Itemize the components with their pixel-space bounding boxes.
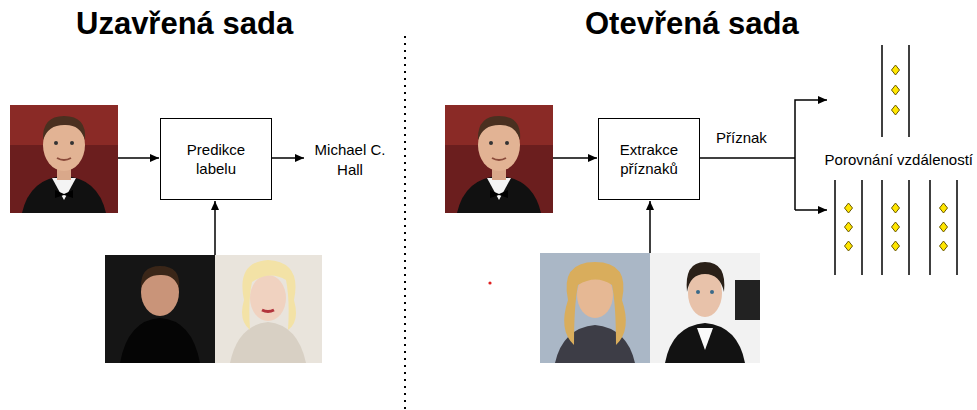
section-title: Uzavřená sada xyxy=(76,4,293,44)
divider xyxy=(404,36,406,410)
arrow xyxy=(795,100,827,210)
predicted-label: Michael C. Hall xyxy=(304,140,396,179)
arrow xyxy=(272,157,304,159)
feature-line xyxy=(700,157,795,159)
box-text: Extrakce příznaků xyxy=(607,140,691,179)
arrow xyxy=(118,157,159,159)
stray-dot xyxy=(488,281,491,284)
section-title: Otevřená sada xyxy=(585,4,799,44)
box-text: Predikce labelu xyxy=(169,140,263,179)
process-box: Extrakce příznaků xyxy=(598,118,700,200)
edge-text: Příznak xyxy=(716,128,767,148)
arrow xyxy=(795,209,827,211)
face-photo xyxy=(445,105,553,213)
process-box: Predikce labelu xyxy=(160,118,272,200)
arrow xyxy=(214,201,216,255)
gallery-photos xyxy=(540,253,760,363)
note-text: Porovnání vzdáleností xyxy=(825,150,973,170)
face-photo xyxy=(10,105,118,213)
arrow xyxy=(553,157,597,159)
arrow xyxy=(649,201,651,253)
gallery-photos xyxy=(105,255,322,363)
